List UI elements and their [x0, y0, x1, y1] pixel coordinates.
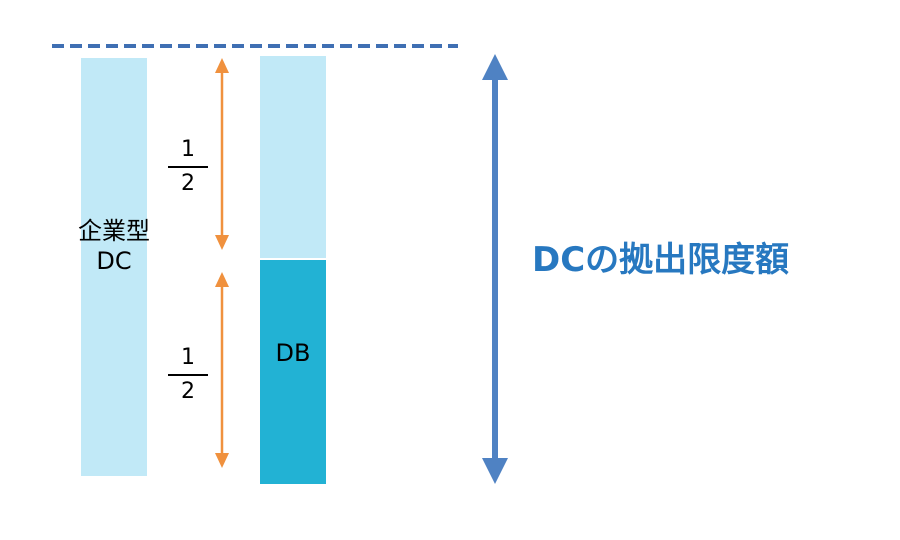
corporate-dc-label: 企業型 DC — [52, 216, 176, 276]
dc-limit-arrow — [482, 54, 508, 484]
fraction-numerator: 1 — [181, 345, 195, 370]
fraction-bar — [168, 374, 208, 376]
corporate-dc-label-line1: 企業型 — [78, 217, 150, 245]
upper-half-arrow — [215, 58, 229, 250]
fraction-bar — [168, 166, 208, 168]
corporate-dc-bar — [81, 58, 147, 476]
fraction-denominator: 2 — [181, 379, 195, 404]
dc-limit-label: DCの拠出限度額 — [532, 240, 790, 280]
upper-half-fraction: 1 2 — [168, 137, 208, 197]
lower-half-arrow — [215, 272, 229, 468]
fraction-denominator: 2 — [181, 171, 195, 196]
db-label: DB — [275, 339, 311, 367]
lower-half-fraction: 1 2 — [168, 345, 208, 405]
upper-remaining-bar — [260, 56, 326, 258]
db-bar — [260, 260, 326, 484]
fraction-numerator: 1 — [181, 137, 195, 162]
corporate-dc-label-line2: DC — [96, 247, 132, 275]
